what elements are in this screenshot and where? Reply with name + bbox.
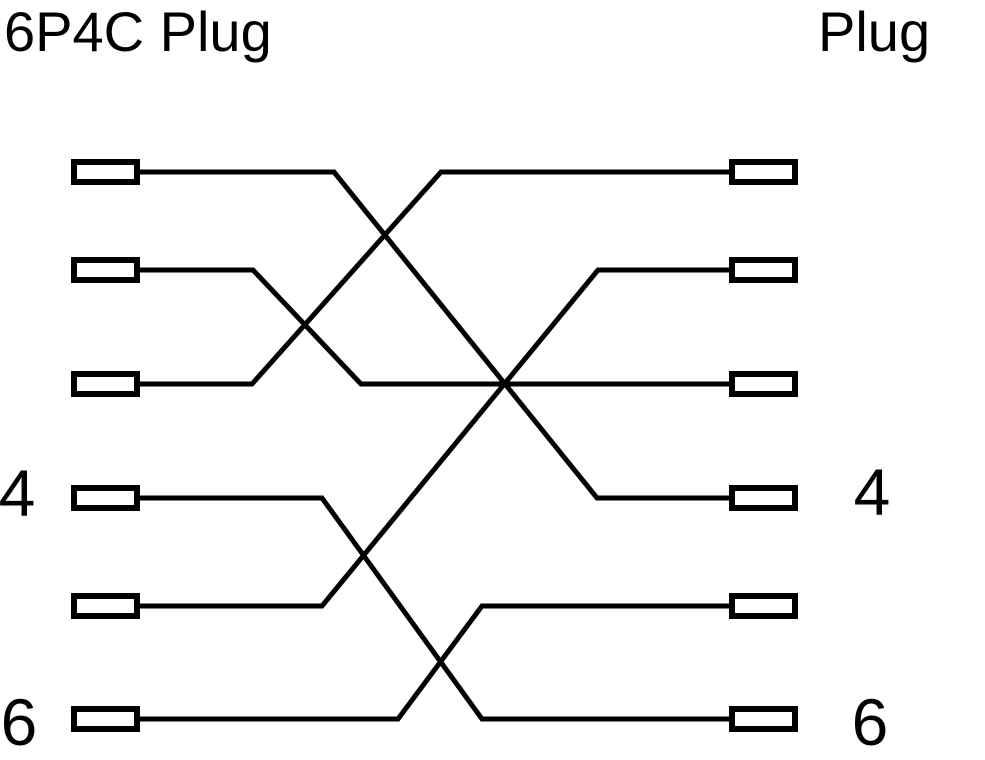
right-pin6-label: 6 (851, 685, 889, 759)
left-plug-pin-2 (71, 257, 140, 283)
left-plug-pin-3 (71, 371, 140, 397)
right-plug-pin-5 (729, 593, 798, 619)
wire-pin5-to-pin2 (140, 267, 732, 609)
wire-pin3-to-pin1 (140, 169, 732, 387)
left-pin4-label: 4 (0, 456, 36, 530)
left-plug-title: 6P4C Plug (4, 0, 272, 63)
left-pin6-label: 6 (0, 685, 38, 759)
wire-pin6-to-pin5 (140, 603, 732, 722)
left-plug-pin-4 (71, 485, 140, 511)
wire-pin1-to-pin4 (140, 169, 732, 501)
left-plug-pin-6 (71, 706, 140, 732)
right-plug-pin-3 (729, 371, 798, 397)
left-plug-pin-1 (71, 159, 140, 185)
right-plug-pin-6 (729, 706, 798, 732)
right-plug-pin-1 (729, 159, 798, 185)
wire-pin4-to-pin6 (140, 495, 732, 722)
right-plug-title: Plug (818, 0, 931, 63)
wire-pin2-to-pin3 (140, 267, 732, 387)
right-plug-pin-2 (729, 257, 798, 283)
left-plug-pin-5 (71, 593, 140, 619)
right-pin4-label: 4 (853, 455, 891, 529)
right-plug-pin-4 (729, 485, 798, 511)
